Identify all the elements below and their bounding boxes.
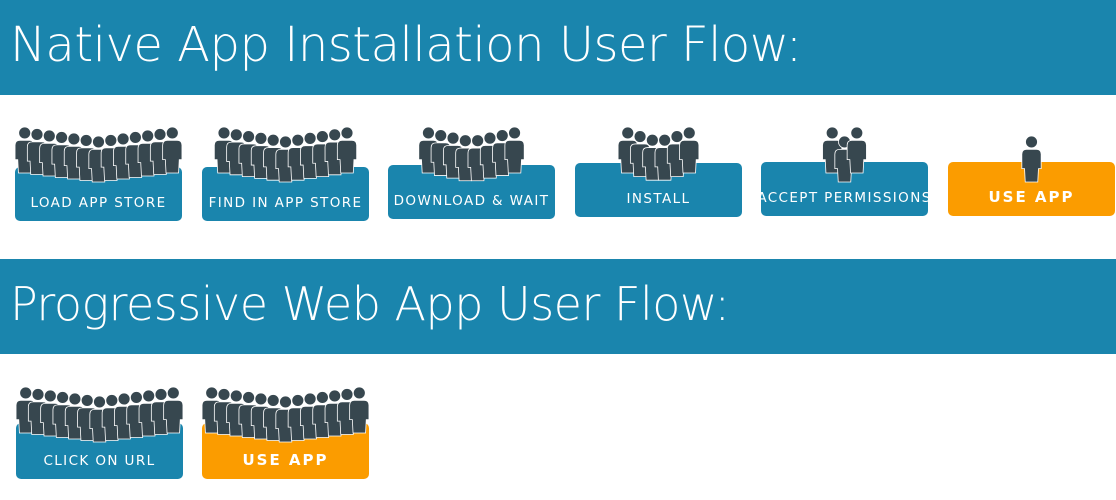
native-step-box-6: USE APP [948,162,1115,216]
native-step-label-3: DOWNLOAD & WAIT [393,193,550,209]
native-flow-title: Native App Installation User Flow: [10,17,802,73]
native-step-box-2: FIND IN APP STORE [202,167,369,221]
native-step-label-2: FIND IN APP STORE [208,195,363,211]
pwa-step-label-1: CLICK ON URL [43,453,156,469]
native-step-label-4: INSTALL [626,191,691,207]
pwa-step-label-2: USE APP [242,451,329,469]
native-step-box-1: LOAD APP STORE [15,167,182,221]
pwa-flow-banner: Progressive Web App User Flow: [0,259,1116,354]
native-step-box-5: ACCEPT PERMISSIONS [757,162,930,216]
native-step-box-4: INSTALL [575,163,742,217]
native-step-box-3: DOWNLOAD & WAIT [388,165,555,219]
pwa-flow-title: Progressive Web App User Flow: [10,277,730,331]
native-step-label-6: USE APP [988,188,1075,206]
pwa-step-box-1: CLICK ON URL [16,423,183,479]
native-step-label-5: ACCEPT PERMISSIONS [757,190,932,206]
native-flow-banner: Native App Installation User Flow: [0,0,1116,95]
pwa-step-box-2: USE APP [202,423,369,479]
native-step-label-1: LOAD APP STORE [30,195,167,211]
